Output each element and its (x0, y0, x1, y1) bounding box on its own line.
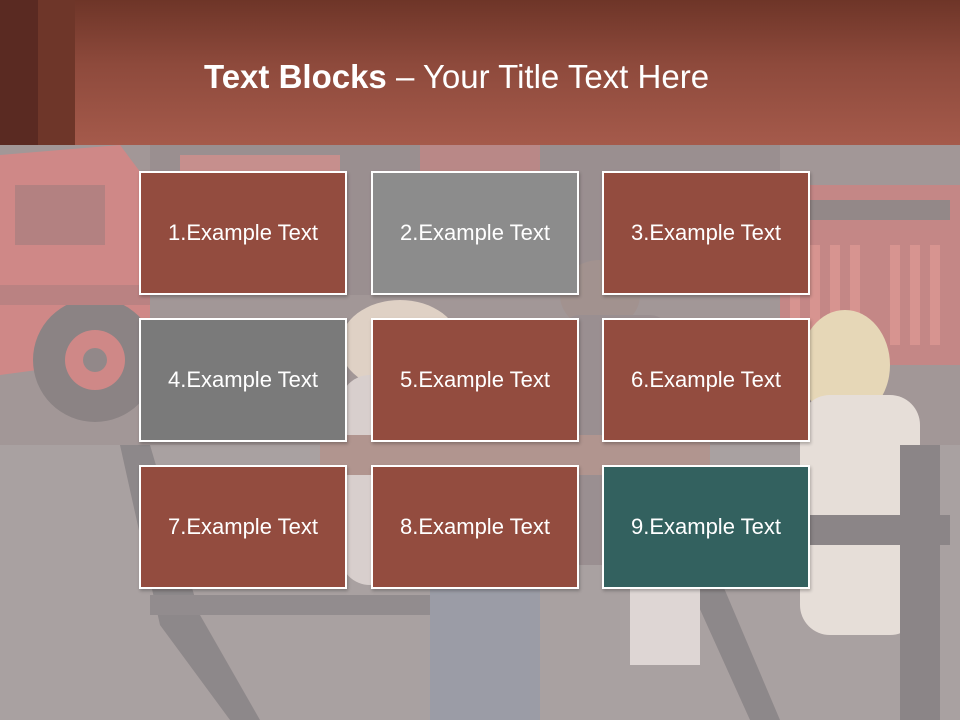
slide-title: Text Blocks – Your Title Text Here (204, 55, 709, 99)
text-block-9[interactable]: 9.Example Text (602, 465, 810, 589)
text-block-5-label: 5.Example Text (399, 367, 550, 392)
corner-accent-light (38, 0, 75, 145)
text-block-1-label: 1.Example Text (167, 220, 318, 245)
text-block-4-label: 4.Example Text (167, 367, 318, 392)
text-block-2[interactable]: 2.Example Text (371, 171, 579, 295)
text-block-1[interactable]: 1.Example Text (139, 171, 347, 295)
title-separator: – (386, 58, 423, 95)
text-block-3-label: 3.Example Text (630, 220, 781, 245)
text-block-6-label: 6.Example Text (630, 367, 781, 392)
corner-accent-dark (0, 0, 38, 145)
title-bold-part: Text Blocks (204, 58, 387, 95)
text-block-8[interactable]: 8.Example Text (371, 465, 579, 589)
text-block-6[interactable]: 6.Example Text (602, 318, 810, 442)
text-block-3[interactable]: 3.Example Text (602, 171, 810, 295)
title-bar: Text Blocks – Your Title Text Here (0, 0, 960, 145)
text-block-4[interactable]: 4.Example Text (139, 318, 347, 442)
text-block-2-label: 2.Example Text (399, 220, 550, 245)
text-block-5[interactable]: 5.Example Text (371, 318, 579, 442)
text-block-7-label: 7.Example Text (167, 514, 318, 539)
text-block-7[interactable]: 7.Example Text (139, 465, 347, 589)
text-block-8-label: 8.Example Text (399, 514, 550, 539)
text-block-9-label: 9.Example Text (630, 514, 781, 539)
title-regular-part: Your Title Text Here (422, 58, 710, 95)
